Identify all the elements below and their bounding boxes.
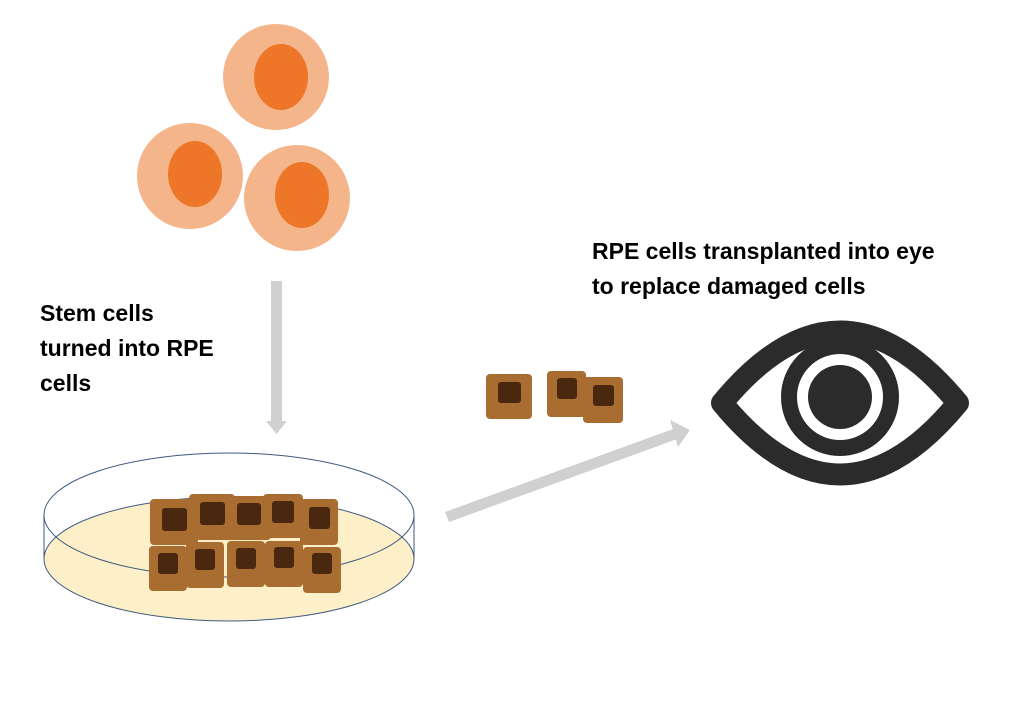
rpe-cell-icon [303,547,341,593]
stem-cell-icon [137,123,243,229]
diagonal-arrow-shaft [445,428,680,522]
rpe-cell-nucleus [200,502,225,525]
caption-stem-cells-line-2: turned into RPE [40,335,214,361]
rpe-cell-nucleus [312,553,332,574]
rpe-cell-icon [189,494,235,540]
rpe-cell-icon [486,374,532,419]
rpe-cell-icon [150,499,198,545]
rpe-cell-nucleus [309,507,330,529]
down-arrow-head [266,421,287,434]
stem-cell-nucleus [275,162,329,228]
stem-cells-cluster [137,24,350,251]
caption-stem-cells-line-3: cells [40,370,92,396]
stem-cell-icon [223,24,329,130]
rpe-cell-icon [263,494,303,538]
rpe-cell-nucleus [498,382,521,403]
rpe-cell-nucleus [274,547,294,568]
stem-cell-nucleus [254,44,308,110]
rpe-cell-icon [300,499,338,545]
rpe-cell-nucleus [236,548,256,569]
stem-cell-nucleus [168,141,222,207]
caption-transplant-line-2: to replace damaged cells [592,273,866,299]
caption-transplant: RPE cells transplanted into eye to repla… [592,234,1012,304]
rpe-cell-icon [547,371,586,417]
rpe-cell-nucleus [593,385,614,406]
rpe-cell-icon [227,496,271,540]
eye-pupil [808,365,872,429]
stem-cell-icon [244,145,350,251]
rpe-cell-nucleus [162,508,187,531]
diagonal-arrow [445,420,690,522]
down-arrow [266,281,287,434]
rpe-cell-icon [149,546,187,591]
transplant-rpe-cells [486,371,623,423]
rpe-cells-in-dish [149,494,341,593]
down-arrow-shaft [271,281,282,422]
rpe-cell-nucleus [272,501,294,523]
rpe-cell-icon [227,541,265,587]
caption-transplant-line-1: RPE cells transplanted into eye [592,238,935,264]
rpe-cell-nucleus [557,378,577,399]
caption-stem-cells-line-1: Stem cells [40,300,154,326]
rpe-cell-nucleus [237,503,261,525]
diagonal-arrow-head [670,420,690,447]
petri-dish-icon [43,452,415,622]
rpe-cell-icon [265,541,303,587]
rpe-cell-nucleus [195,549,215,570]
caption-stem-cells: Stem cells turned into RPE cells [40,296,300,401]
rpe-cell-icon [186,542,224,588]
rpe-cell-icon [583,377,623,423]
eye-icon [711,320,969,486]
rpe-cell-nucleus [158,553,178,574]
